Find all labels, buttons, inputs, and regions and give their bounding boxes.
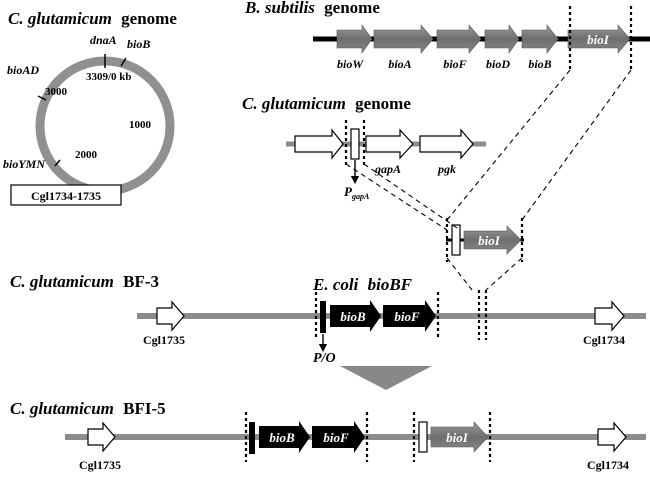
bs-label-bioD: bioD	[486, 57, 510, 71]
locus-box	[10, 184, 122, 206]
svg-text:B. subtilis genome: B. subtilis genome	[244, 0, 380, 17]
cg2-label-pgk: pgk	[437, 162, 456, 176]
kb1000-label: 1000	[129, 119, 152, 131]
fusion-cassette: bioI	[445, 218, 524, 262]
cg2-upstream-gene	[294, 128, 344, 160]
kb3000-label: 3000	[45, 86, 68, 98]
guide-promoter-right	[363, 163, 461, 231]
bf3-gene-bioB	[330, 300, 381, 332]
svg-text:C. glutamicum BF-3: C. glutamicum BF-3	[10, 272, 159, 291]
fusion-promoter-box	[451, 224, 461, 256]
bf3-label-bioF: bioF	[394, 309, 420, 324]
dnaA-label: dnaA	[90, 33, 117, 47]
svg-text:E. coli bioBF: E. coli bioBF	[312, 275, 413, 294]
circular-genome-map: C. glutamicum genome dnaA bioB bioAD 330…	[3, 9, 177, 206]
bs-label-bioW: bioW	[337, 57, 364, 71]
bfi5-label-cgl1734: Cgl1734	[587, 458, 629, 472]
bs-genome-species: B. subtilis	[244, 0, 315, 17]
bf3-label-cgl1735: Cgl1735	[143, 333, 185, 347]
guide-bioI-right	[521, 69, 632, 221]
bs-gene-bioA	[373, 24, 434, 54]
c-glutamicum-gapA-region: C. glutamicum genome PgapA gapA pgk	[242, 94, 486, 201]
bfi5-gene-bioF	[312, 421, 365, 453]
cg2-genome-word: genome	[355, 94, 411, 113]
strain-bfi5: C. glutamicum BFI-5 bioB bioF bioI Cgl17…	[10, 399, 646, 472]
bioB-label: bioB	[127, 37, 150, 51]
bf3-label-cgl1734: Cgl1734	[583, 333, 625, 347]
bfi5-gene-cgl1734	[597, 421, 627, 453]
bfi5-strain: BFI-5	[123, 399, 166, 418]
locus-box-label: Cgl1734-1735	[31, 189, 101, 203]
fusion-gene-bioI	[463, 225, 522, 255]
bf3-strain: BF-3	[123, 272, 159, 291]
cg2-gene-pgk	[419, 128, 474, 160]
cg2-genome-species: C. glutamicum	[242, 94, 346, 113]
bfi5-label-bioI: bioI	[446, 430, 469, 445]
bf3-po-label: P/O	[313, 351, 336, 366]
origin-label: 3309/0 kb	[86, 71, 132, 83]
cg-genome-species: C. glutamicum	[8, 9, 112, 28]
bfi5-label-bioF: bioF	[323, 430, 349, 445]
bfi5-po-box	[249, 422, 255, 454]
bf3-gene-bioF	[383, 300, 436, 332]
bs-label-bioF: bioF	[443, 57, 466, 71]
b-subtilis-genome: B. subtilis genome bioW bioA bioF bioD b…	[244, 0, 650, 72]
bf3-gene-cgl1735	[156, 300, 185, 332]
bfi5-promoter-box	[418, 421, 428, 453]
cg-genome-word: genome	[121, 9, 177, 28]
bs-label-bioA: bioA	[388, 57, 411, 71]
bs-gene-bioF	[436, 24, 482, 54]
strain-bf3: C. glutamicum BF-3 E. coli bioBF bioB bi…	[10, 272, 646, 366]
bs-gene-bioW	[336, 24, 373, 54]
bs-gene-bioI	[567, 24, 631, 54]
bfi5-gene-bioI	[430, 421, 489, 453]
promoter-label: PgapA	[344, 184, 370, 201]
guide-insert-left	[446, 257, 473, 291]
bioB-tick	[120, 57, 127, 67]
bs-label-bioI: bioI	[587, 32, 610, 47]
bs-label-bioB: bioB	[528, 57, 551, 71]
cg2-gene-gapA	[365, 128, 414, 160]
bioYMN-label: bioYMN	[3, 157, 46, 171]
bfi5-label-cgl1735: Cgl1735	[79, 458, 121, 472]
bs-gene-bioD	[484, 24, 520, 54]
bioYMN-tick	[54, 159, 61, 167]
svg-text:C. glutamicum BFI-5: C. glutamicum BFI-5	[10, 399, 166, 418]
bfi5-gene-cgl1735	[87, 421, 116, 453]
bfi5-species: C. glutamicum	[10, 399, 114, 418]
ecoli-species: E. coli	[312, 275, 359, 294]
transition-arrow	[340, 366, 432, 390]
ecoli-genes: bioBF	[368, 275, 413, 294]
bf3-po-box	[320, 301, 326, 333]
bf3-species: C. glutamicum	[10, 272, 114, 291]
bs-genome-word: genome	[324, 0, 380, 17]
bioAD-tick	[37, 95, 47, 101]
bf3-label-bioB: bioB	[340, 309, 366, 324]
kb2000-label: 2000	[75, 149, 98, 161]
bfi5-gene-bioB	[259, 421, 310, 453]
cg2-label-gapA: gapA	[374, 162, 401, 176]
connector-lines	[345, 69, 632, 291]
guide-promoter-left	[345, 163, 448, 231]
bfi5-label-bioB: bioB	[269, 430, 295, 445]
fusion-label-bioI: bioI	[478, 233, 501, 248]
bioAD-label: bioAD	[7, 63, 39, 77]
guide-insert-right	[485, 257, 523, 291]
svg-text:C. glutamicum genome: C. glutamicum genome	[242, 94, 411, 113]
gapA-promoter-box	[350, 128, 360, 160]
svg-text:C. glutamicum genome: C. glutamicum genome	[8, 9, 177, 28]
bs-gene-bioB	[521, 24, 559, 54]
bf3-gene-cgl1734	[594, 300, 625, 332]
promoter-main: P	[344, 184, 353, 199]
promoter-sub: gapA	[351, 192, 370, 201]
